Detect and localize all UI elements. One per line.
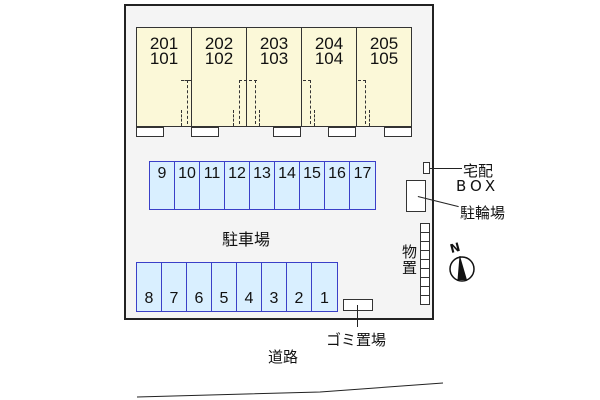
balcony: [328, 127, 356, 137]
garbage-label: ゴミ置場: [326, 331, 387, 349]
parking-space-13: 13: [249, 161, 275, 210]
parking-space-15: 15: [299, 161, 325, 210]
delivery-box-label-line2: BOX: [456, 177, 500, 195]
unit-number: 202 102: [192, 34, 246, 68]
road-label: 道路: [268, 348, 299, 366]
unit-lower-number: 101: [149, 49, 179, 68]
parking-space-7: 7: [161, 262, 187, 312]
stair-outline: [314, 110, 315, 126]
unit-103-203: 203 103: [239, 27, 302, 127]
balcony: [136, 127, 164, 137]
parking-space-2: 2: [286, 262, 312, 312]
storage-units: [420, 223, 430, 308]
stair-outline: [365, 80, 366, 124]
storage-label-char: 物: [402, 243, 418, 261]
stair-outline: [259, 110, 260, 126]
parking-space-1: 1: [311, 262, 338, 312]
parking-space-5: 5: [211, 262, 237, 312]
balcony: [384, 127, 412, 137]
unit-105-205: 205 105: [356, 27, 412, 127]
stair-outline: [358, 80, 366, 81]
unit-number: 203 103: [247, 34, 301, 68]
stair-outline: [310, 80, 311, 124]
stair-outline: [233, 110, 234, 126]
parking-row-top: 9 10 11 12 13 14 15 16 17: [149, 161, 376, 210]
parking-space-6: 6: [186, 262, 212, 312]
unit-lower-number: 104: [314, 49, 344, 68]
parking-space-11: 11: [199, 161, 225, 210]
delivery-box: [423, 162, 430, 174]
compass-icon: [449, 255, 475, 282]
stair-outline: [181, 80, 191, 81]
balcony: [191, 127, 219, 137]
parking-row-bottom: 8 7 6 5 4 3 2 1: [136, 262, 338, 312]
stair-outline: [239, 80, 240, 124]
bicycle-parking: [406, 180, 426, 212]
unit-number: 201 101: [137, 34, 191, 68]
unit-upper-number: 204: [314, 34, 344, 53]
unit-lower-number: 103: [259, 49, 289, 68]
unit-number: 205 105: [357, 34, 411, 68]
unit-lower-number: 102: [204, 49, 234, 68]
parking-space-4: 4: [236, 262, 262, 312]
apartment-building: 201 101 202 102 203 103 204 104 2: [136, 27, 412, 137]
north-compass: N: [446, 240, 478, 283]
bicycle-parking-label: 駐輪場: [460, 204, 506, 222]
parking-space-9: 9: [149, 161, 175, 210]
stair-outline: [239, 80, 257, 81]
stair-outline: [369, 110, 370, 126]
unit-101-201: 201 101: [136, 27, 192, 127]
stair-outline: [187, 80, 188, 124]
delivery-box-leader-line: [430, 168, 462, 169]
storage-label-char: 置: [402, 259, 418, 277]
unit-upper-number: 201: [149, 34, 179, 53]
stair-outline: [255, 80, 256, 124]
unit-upper-number: 203: [259, 34, 289, 53]
garbage-leader-line: [357, 305, 358, 327]
unit-number: 204 104: [302, 34, 356, 68]
balcony: [273, 127, 301, 137]
unit-upper-number: 202: [204, 34, 234, 53]
storage-label: 物 置: [402, 244, 417, 276]
stair-outline: [303, 80, 311, 81]
parking-lot-label: 駐車場: [222, 230, 271, 249]
unit-lower-number: 105: [369, 49, 399, 68]
storage-cell: [420, 295, 430, 305]
parking-space-14: 14: [274, 161, 300, 210]
parking-space-17: 17: [349, 161, 376, 210]
parking-space-12: 12: [224, 161, 250, 210]
unit-upper-number: 205: [369, 34, 399, 53]
parking-space-16: 16: [324, 161, 350, 210]
garbage-area: [343, 299, 373, 311]
delivery-box-label-line1: 宅配: [463, 162, 494, 180]
stair-outline: [181, 110, 182, 126]
